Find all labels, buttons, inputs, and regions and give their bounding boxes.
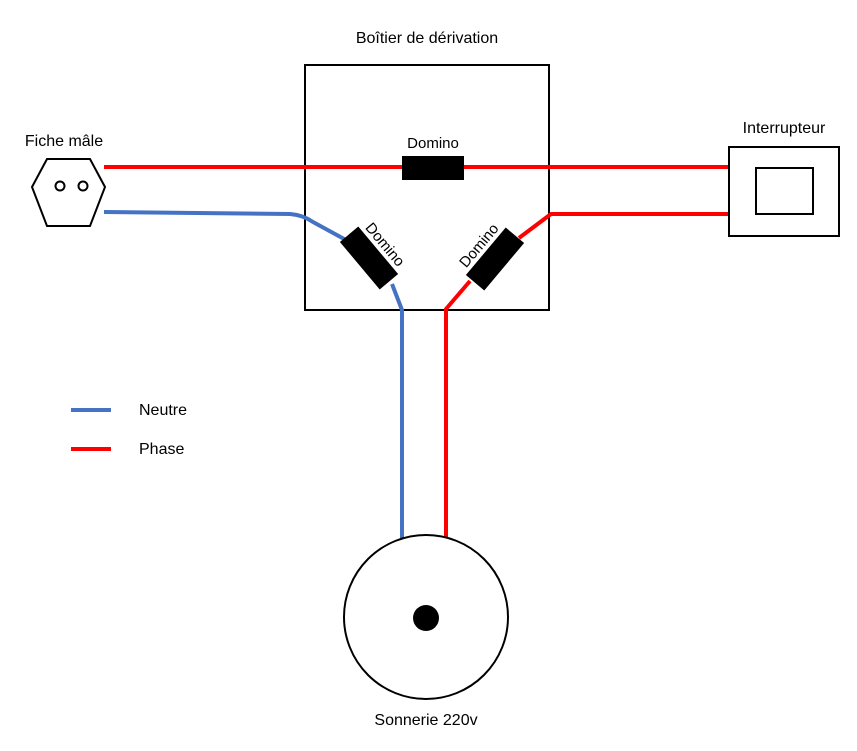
phase-wire-to-bell (444, 279, 472, 538)
neutral-wire-plug-to-domino (103, 210, 347, 242)
phase-wire-switch-return (517, 212, 729, 240)
legend: Neutre Phase (71, 402, 187, 458)
domino-top-label: Domino (407, 135, 459, 152)
bell-label: Sonnerie 220v (374, 712, 477, 729)
plug-pin-left (54, 180, 66, 192)
neutral-wire-to-bell (390, 283, 404, 538)
junction-box-label: Boîtier de dérivation (356, 30, 498, 47)
male-plug-label: Fiche mâle (25, 133, 103, 150)
domino-right: Domino (456, 221, 525, 291)
switch-label: Interrupteur (743, 120, 826, 137)
legend-label-phase: Phase (139, 441, 184, 458)
male-plug (30, 158, 107, 227)
legend-label-neutral: Neutre (139, 402, 187, 419)
plug-pin-right (77, 180, 89, 192)
domino-top (402, 156, 464, 180)
junction-box (304, 64, 550, 311)
domino-left: Domino (339, 220, 408, 290)
switch-rocker (755, 167, 814, 215)
bell-center (413, 605, 439, 631)
